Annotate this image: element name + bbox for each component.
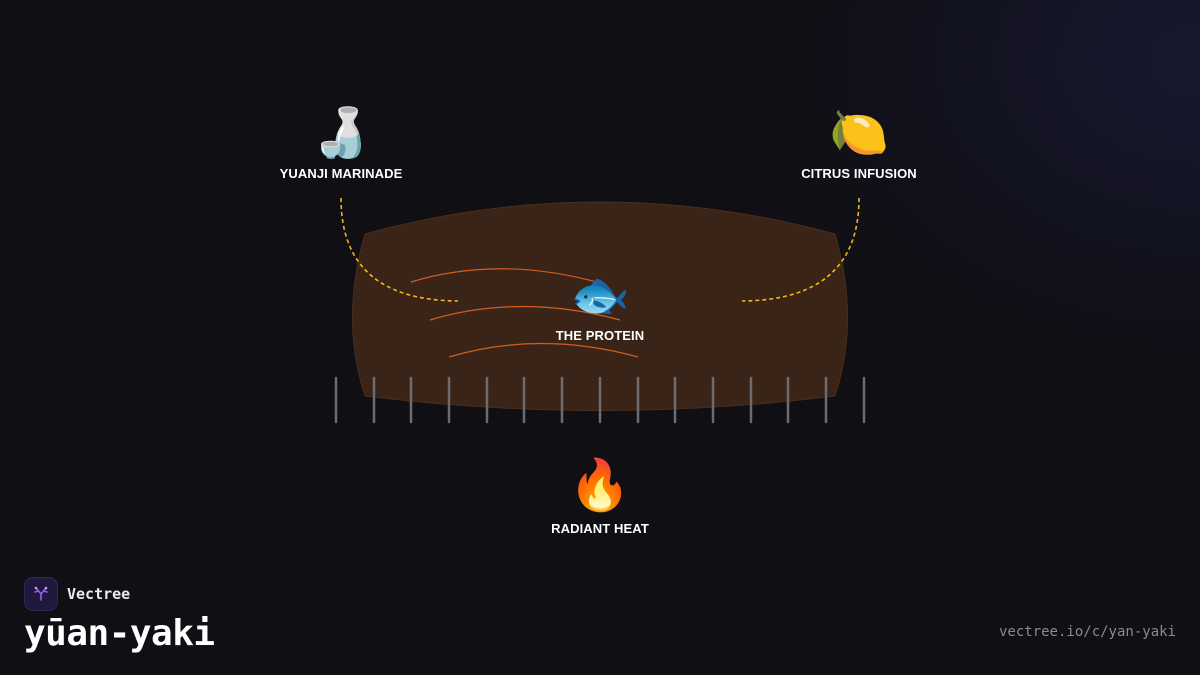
marinade-connector [340, 197, 459, 302]
fish-icon: 🐟 [570, 269, 630, 322]
node-citrus-infusion: 🍋 CITRUS INFUSION [759, 106, 959, 181]
grill-surface [352, 201, 848, 411]
page-title: yūan-yaki [24, 613, 215, 654]
tree-branch-icon [34, 586, 48, 601]
brand-block: Vectree yūan-yaki [24, 577, 215, 654]
node-the-protein: 🐟 THE PROTEIN [500, 268, 700, 343]
sake-bottle-icon: 🍶 [311, 107, 371, 160]
node-label: YUANJI MARINADE [279, 166, 403, 181]
source-url[interactable]: vectree.io/c/yan-yaki [998, 624, 1176, 640]
brand-row: Vectree [24, 577, 215, 611]
grill-bars [334, 376, 866, 424]
node-yuanji-marinade: 🍶 YUANJI MARINADE [241, 106, 441, 181]
fire-icon: 🔥 [568, 457, 632, 513]
heat-flow-line [429, 305, 621, 321]
node-label: THE PROTEIN [555, 328, 645, 343]
node-radiant-heat: 🔥 RADIANT HEAT [500, 455, 700, 536]
heat-flow-line [448, 342, 639, 358]
heat-flow-line [410, 268, 601, 284]
node-label: RADIANT HEAT [551, 521, 649, 536]
citrus-connector [741, 197, 860, 302]
lemon-icon: 🍋 [829, 107, 889, 160]
brand-name: Vectree [67, 585, 131, 603]
vectree-logo-icon [24, 577, 58, 611]
node-label: CITRUS INFUSION [801, 166, 917, 181]
